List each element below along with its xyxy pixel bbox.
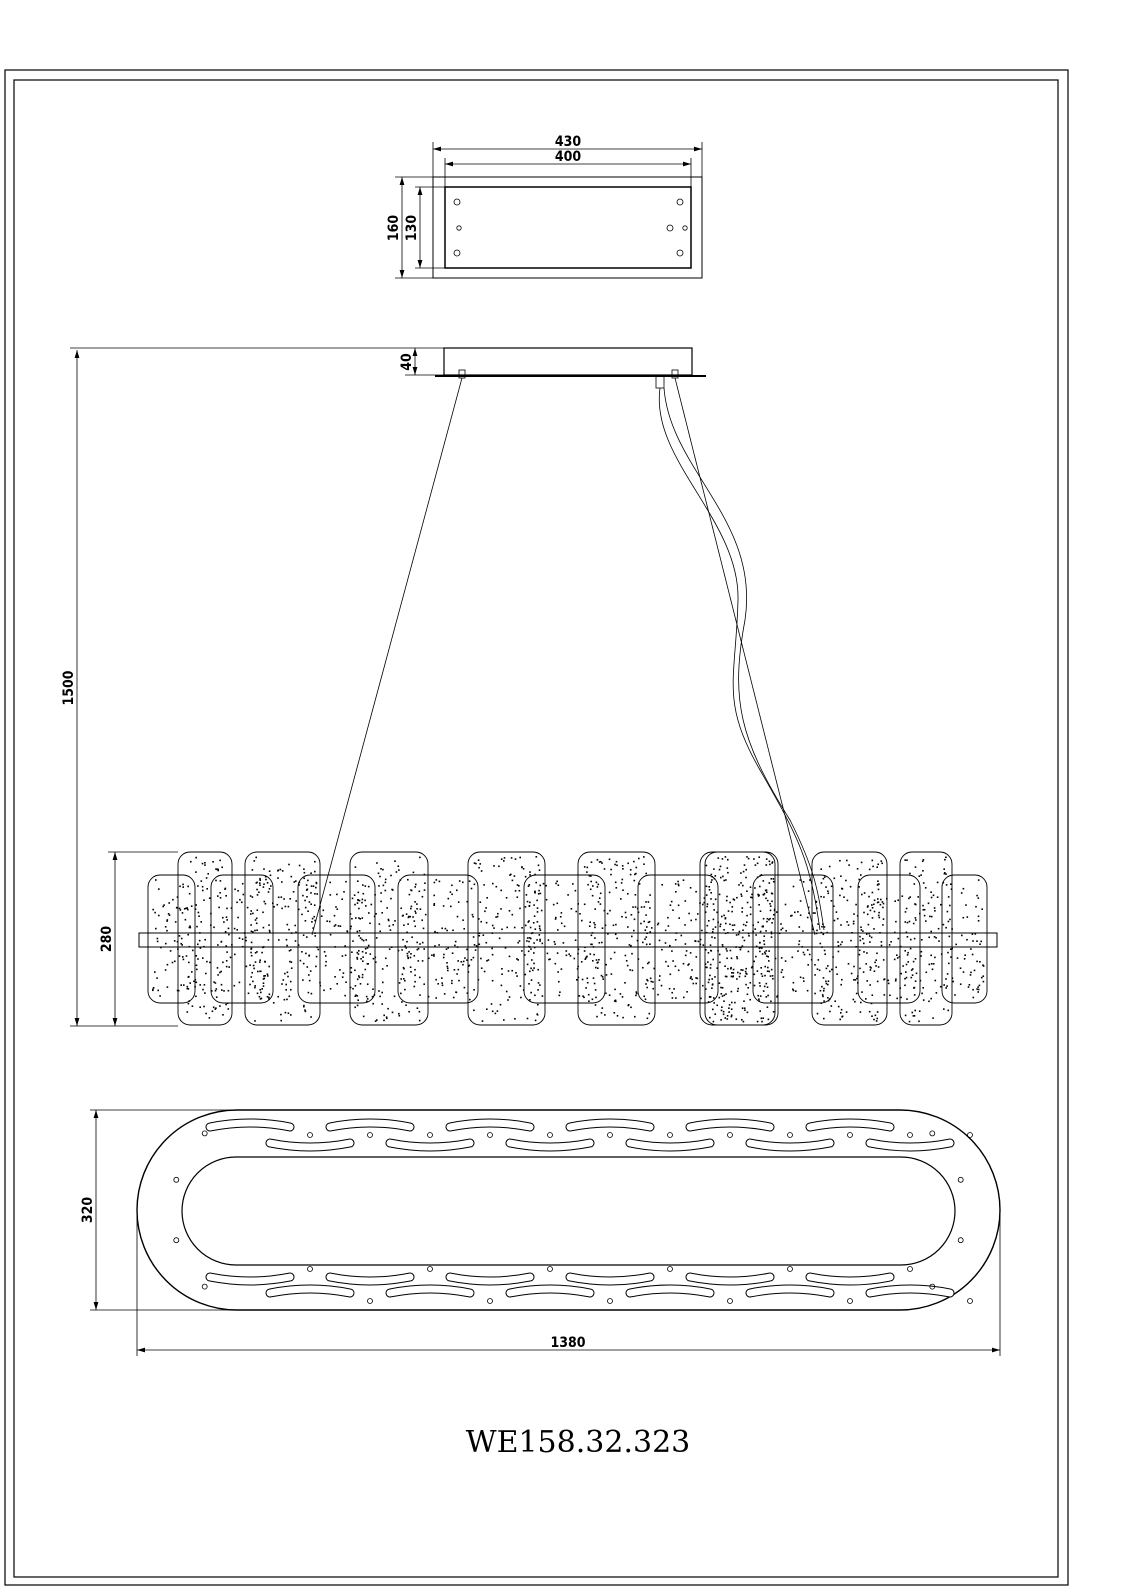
crystal-panel [752,874,834,1004]
crystal-panel [899,851,953,1026]
crystal-panel [147,874,196,1004]
dim-top-outer-width: 430 [555,134,582,150]
crystal-panel [349,851,429,1026]
dim-bottom-width: 1380 [550,1335,585,1351]
model-number: WE158.32.323 [466,1425,691,1460]
crystal-panels [147,851,988,1026]
crystal-panel [210,874,274,1004]
crystal-panel [467,851,546,1026]
crystal-panel [637,874,719,1004]
dim-body-height: 280 [99,926,115,953]
crystal-panel [397,874,479,1004]
inner-frame [13,79,1059,1578]
bottom-view [90,1109,1001,1356]
crystal-panel [297,874,376,1004]
crystal-panel [577,851,656,1026]
crystal-panel [523,874,606,1004]
crystal-panel [857,874,921,1004]
dim-canopy-height: 40 [399,353,415,371]
crystal-panel [244,851,321,1026]
crystal-panel [811,851,888,1026]
canopy-top-view [395,142,703,279]
crystal-panel [704,851,776,1026]
crystal-panel [177,851,233,1026]
dim-top-outer-depth: 160 [386,215,402,242]
dim-bottom-depth: 320 [80,1197,96,1224]
dim-top-inner-width: 400 [555,149,582,165]
outer-frame [4,69,1069,1586]
dim-top-inner-depth: 130 [404,215,420,242]
side-view [70,347,998,1027]
crystal-panel [941,874,988,1004]
dim-total-height: 1500 [61,670,77,705]
crystal-panel [699,851,779,1026]
